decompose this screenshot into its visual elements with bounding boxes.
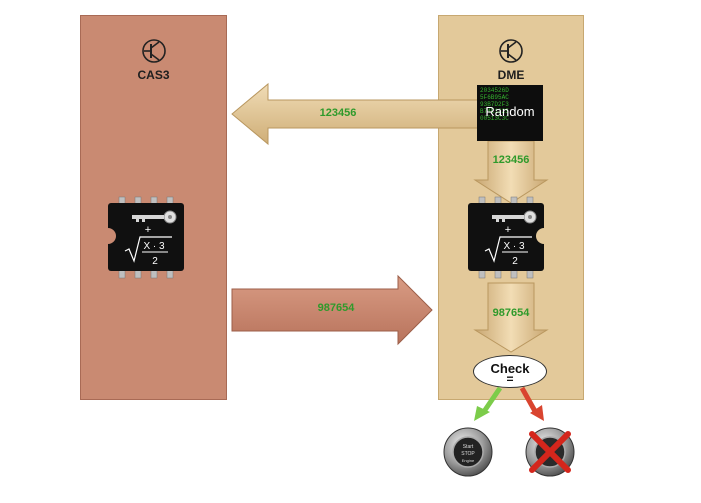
equals-symbol: = bbox=[506, 372, 514, 386]
random-label: Random bbox=[485, 104, 535, 119]
formula-plus: + bbox=[145, 224, 151, 236]
engine-start-stop-button-icon: Start STOP Engine bbox=[443, 427, 493, 477]
random-background-digits: 2034526D 5F6B95AC 93B7D2F3 B74E1225 0051… bbox=[480, 87, 509, 122]
transistor-icon bbox=[141, 39, 166, 63]
formula-plus: + bbox=[505, 224, 511, 236]
red-x-icon bbox=[525, 427, 575, 477]
response-value-label: 987654 bbox=[317, 302, 355, 314]
failure-branch-arrow bbox=[519, 386, 544, 421]
formula-top: X · 3 bbox=[143, 241, 165, 252]
cas3-title: CAS3 bbox=[137, 68, 170, 82]
down-arrow-random-to-chip bbox=[473, 140, 549, 204]
cas3-chip: + X · 3 2 bbox=[108, 196, 184, 279]
button-text-engine: Engine bbox=[462, 458, 475, 463]
formula-bottom: 2 bbox=[512, 256, 518, 267]
button-text-start: Start bbox=[463, 444, 474, 450]
dme-result-value-label: 987654 bbox=[492, 307, 530, 319]
formula-bottom: 2 bbox=[152, 256, 158, 267]
check-label: Check bbox=[490, 361, 530, 376]
key-icon bbox=[492, 210, 537, 224]
button-text-stop: STOP bbox=[461, 451, 475, 457]
key-icon bbox=[132, 210, 177, 224]
dme-chip: + X · 3 2 bbox=[468, 196, 544, 279]
down-arrow-chip-to-check bbox=[473, 282, 549, 353]
transistor-icon bbox=[499, 39, 523, 63]
check-comparison: Check = bbox=[473, 355, 547, 388]
random-generator-block: 2034526D 5F6B95AC 93B7D2F3 B74E1225 0051… bbox=[477, 85, 543, 141]
challenge-value-down-label: 123456 bbox=[492, 154, 530, 166]
challenge-value-label: 123456 bbox=[319, 107, 357, 119]
formula-top: X · 3 bbox=[503, 241, 525, 252]
dme-title: DME bbox=[497, 68, 525, 82]
success-branch-arrow bbox=[474, 386, 503, 421]
response-arrow bbox=[231, 274, 433, 346]
